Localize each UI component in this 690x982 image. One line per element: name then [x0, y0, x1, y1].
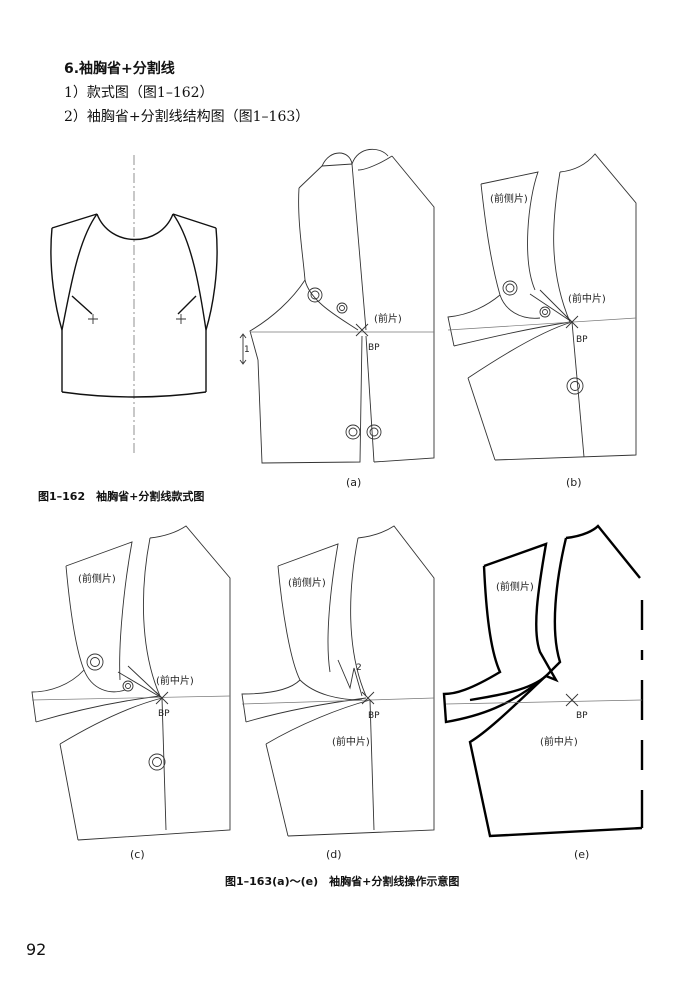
label-front-center-c: (前中片) — [156, 674, 194, 687]
panel-b-label: (b) — [566, 476, 582, 489]
label-bp-d: BP — [368, 711, 380, 721]
section-title: 6.袖胸省+分割线 — [64, 61, 175, 77]
label-front-side-b: (前侧片) — [490, 192, 528, 205]
label-front-piece: (前片) — [374, 312, 402, 325]
panel-b-drawing — [447, 153, 637, 461]
label-front-center-b: (前中片) — [568, 292, 606, 305]
list-item-structure-drawing: 2）袖胸省+分割线结构图（图1–163） — [64, 109, 310, 125]
page-number: 92 — [26, 940, 47, 959]
figure-163-caption: 图1–163(a)～(e) 袖胸省+分割线操作示意图 — [225, 875, 460, 888]
panel-a-drawing — [239, 148, 435, 464]
label-bp-e: BP — [576, 711, 588, 721]
label-measure-2: 2 — [356, 663, 362, 673]
panel-a-label: (a) — [346, 476, 361, 489]
label-front-center-d: (前中片) — [332, 735, 370, 748]
panel-c-label: (c) — [130, 848, 145, 861]
panel-e-label: (e) — [574, 848, 589, 861]
style-sketch — [50, 155, 218, 455]
list-item-style-drawing: 1）款式图（图1–162） — [64, 85, 214, 101]
label-measure-1: 1 — [244, 345, 250, 355]
label-bp-a: BP — [368, 343, 380, 353]
panel-c-drawing — [31, 525, 231, 841]
panel-e-drawing — [442, 524, 644, 838]
label-front-side-d: (前侧片) — [288, 576, 326, 589]
label-bp-c: BP — [158, 709, 170, 719]
label-front-center-e: (前中片) — [540, 735, 578, 748]
label-front-side-e: (前侧片) — [496, 580, 534, 593]
label-bp-b: BP — [576, 335, 588, 345]
figure-162-caption: 图1–162 袖胸省+分割线款式图 — [38, 490, 205, 503]
panel-d-label: (d) — [326, 848, 342, 861]
label-front-side-c: (前侧片) — [78, 572, 116, 585]
panel-d-drawing — [241, 525, 435, 837]
